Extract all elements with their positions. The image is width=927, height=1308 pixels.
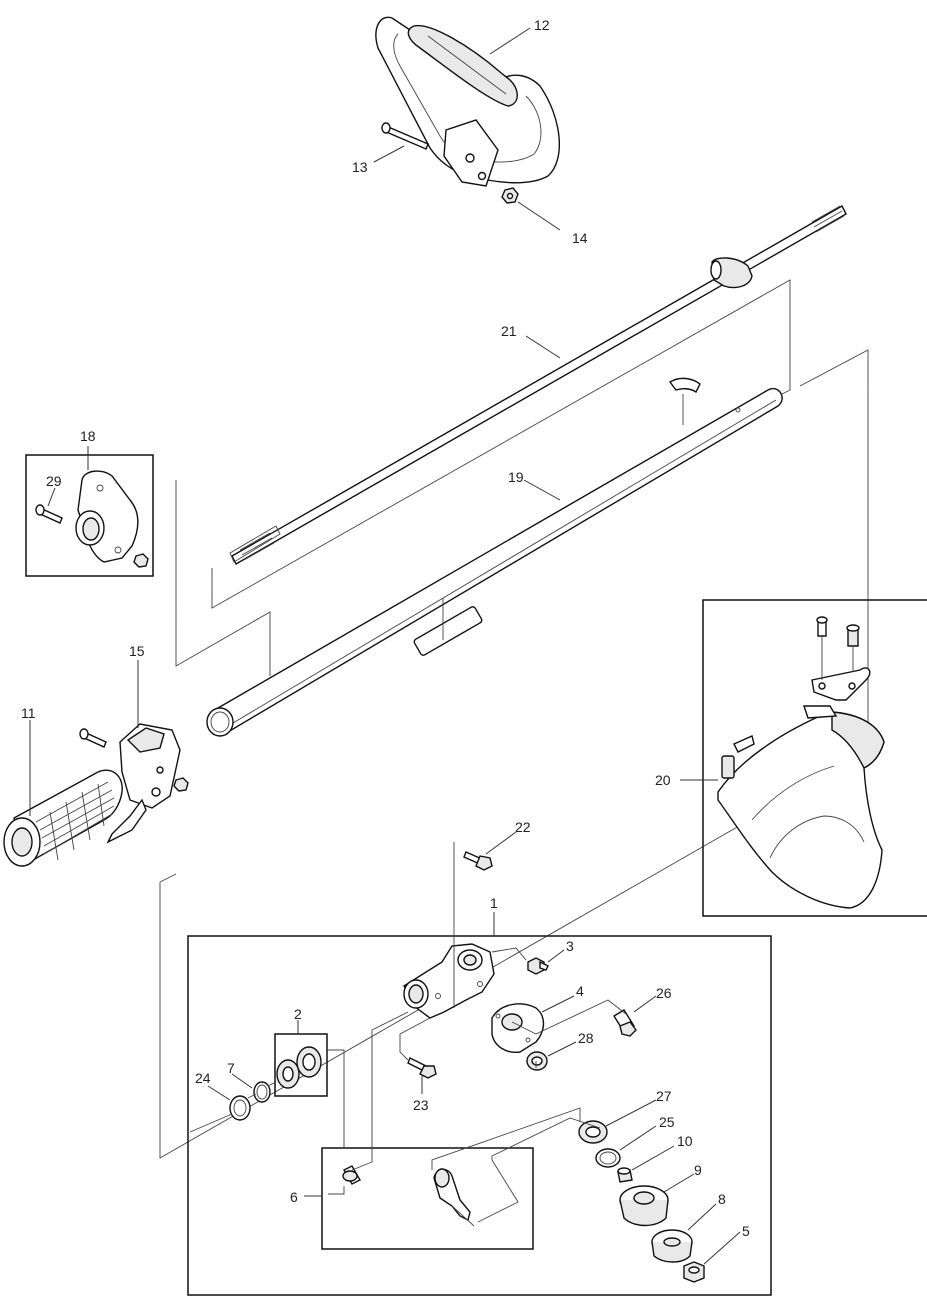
callout-23: 23 [413,1097,429,1113]
callout-9: 9 [694,1162,702,1178]
callout-14: 14 [572,230,588,246]
gear-cover-part-4 [491,1003,545,1053]
loop-handle-part-12 [375,16,560,187]
bolt-part-22 [463,851,493,871]
callout-7: 7 [227,1060,235,1076]
callout-10: 10 [677,1133,693,1149]
sub-assembly-box-18 [25,454,154,577]
callout-12: 12 [534,17,550,33]
rear-grip-part-11 [3,769,123,867]
callout-27: 27 [656,1088,672,1104]
circlip-part-24 [229,1095,251,1121]
receiver-washer-part-9 [619,1185,669,1227]
bolt-part-23 [407,1057,437,1079]
bolt-part-13 [381,122,429,150]
sub-assembly-box-1 [187,935,772,1296]
callout-24: 24 [195,1070,211,1086]
callout-2: 2 [294,1006,302,1022]
nut-in-18 [133,553,149,568]
callout-13: 13 [352,159,368,175]
cup-washer-part-8 [651,1229,693,1263]
callout-19: 19 [508,469,524,485]
callout-15: 15 [129,643,145,659]
front-grip-holder-part-18 [75,470,139,563]
bearing-part-27 [578,1120,608,1144]
circlip-part-25 [595,1148,621,1168]
bearing-part-28 [526,1051,548,1071]
callout-21: 21 [501,323,517,339]
pinion-part-6 [342,1165,361,1185]
circlip-part-7 [253,1081,271,1103]
callout-8: 8 [718,1191,726,1207]
callout-11: 11 [21,705,36,721]
callout-26: 26 [656,985,672,1001]
drive-shaft-part-21 [229,205,847,565]
callout-22: 22 [515,819,531,835]
leader-lines [29,27,741,1265]
spindle-part-6 [433,1168,475,1227]
sub-assembly-box-2 [274,1033,328,1097]
callout-29: 29 [46,473,62,489]
bearings-part-2 [276,1046,322,1089]
callout-25: 25 [659,1114,675,1130]
callout-4: 4 [576,983,584,999]
bolt-part-15-screw [79,728,107,748]
nut-part-14 [501,187,519,204]
nut-part-15 [173,777,189,792]
callout-labels: 12 13 14 21 19 18 29 15 11 20 22 1 3 4 2… [21,17,750,1239]
callout-1: 1 [490,895,498,911]
nut-part-5 [683,1261,705,1283]
callout-20: 20 [655,772,671,788]
guard-part-20 [717,616,885,909]
assembly-lines-box-1 [189,842,627,1223]
callout-28: 28 [578,1030,594,1046]
bolt-part-29 [35,504,63,524]
main-tube-part-19 [206,377,783,737]
bolt-part-3 [527,957,549,975]
throttle-housing-part-15 [106,723,181,844]
callout-6: 6 [290,1189,298,1205]
sub-assembly-box-6 [321,1147,534,1250]
spacer-part-10 [617,1167,633,1183]
gear-case-part-1 [403,943,495,1019]
callout-3: 3 [566,938,574,954]
callout-18: 18 [80,428,96,444]
callout-5: 5 [742,1223,750,1239]
bolt-part-26 [613,1009,637,1037]
sub-assembly-box-20 [702,599,927,917]
